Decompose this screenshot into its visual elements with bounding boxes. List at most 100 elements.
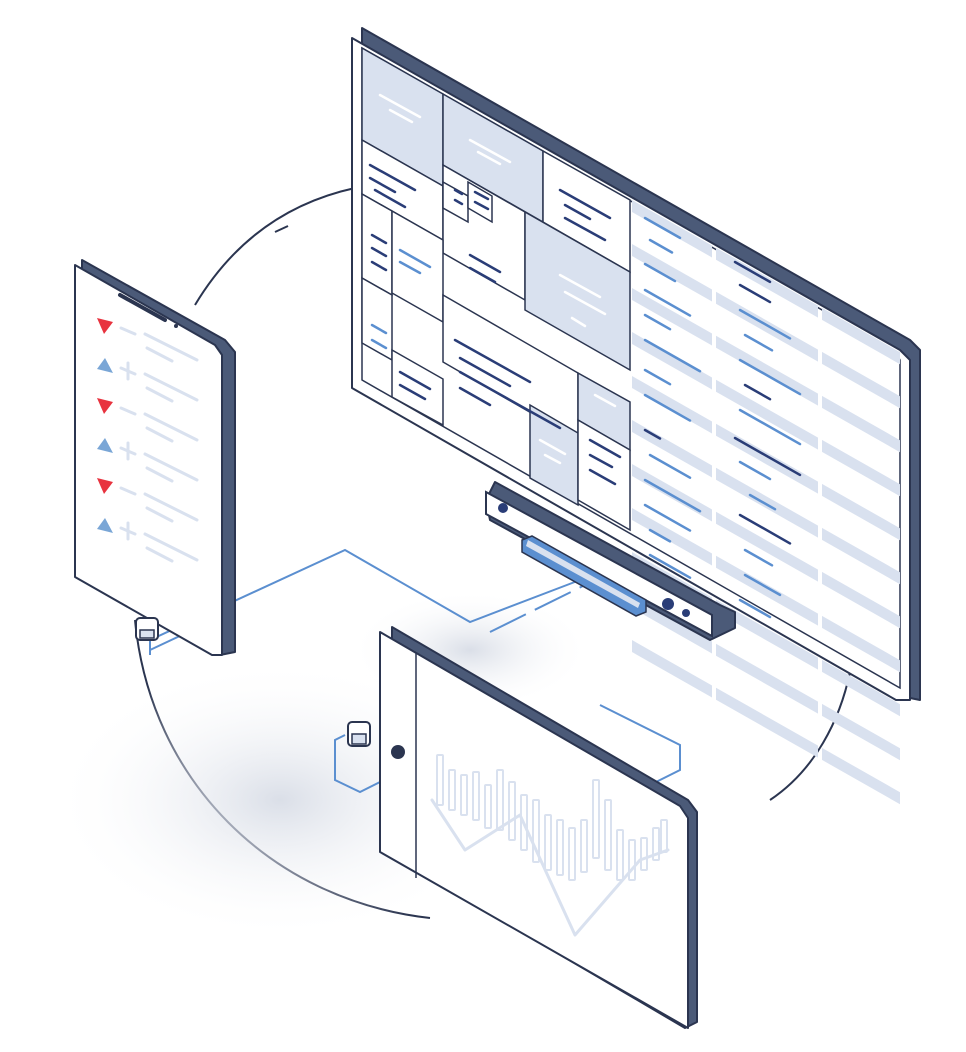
up-triangle-icon — [97, 518, 113, 533]
minus-icon — [119, 326, 137, 336]
tablet-connector — [347, 721, 371, 747]
table-stripe — [822, 439, 900, 497]
table-stripe — [716, 379, 818, 450]
candle — [484, 784, 492, 829]
candle — [616, 829, 624, 881]
indicator-bar — [143, 452, 199, 482]
candle — [436, 754, 444, 806]
table-stripe — [716, 467, 818, 538]
table-stripe — [822, 395, 900, 453]
indicator-row — [97, 398, 199, 443]
table-cell-line — [643, 393, 692, 422]
table-stripe — [716, 599, 818, 670]
candle — [472, 771, 480, 821]
candle — [448, 769, 456, 811]
table-stripe — [822, 659, 900, 717]
indicator-bar — [145, 386, 174, 403]
indicator-bar — [145, 426, 174, 443]
table-cell-line — [743, 333, 774, 352]
indicator-bar — [143, 332, 199, 362]
indicator-bar — [145, 466, 174, 483]
trend-line — [430, 798, 670, 937]
table-cell-line — [648, 453, 692, 479]
indicator-bar — [145, 346, 174, 363]
indicator-row — [97, 478, 199, 523]
candlestick-chart — [430, 754, 670, 937]
table-stripe — [716, 335, 818, 406]
table-cell-line — [643, 288, 692, 317]
panel-text-lines — [368, 93, 622, 486]
candle — [628, 839, 636, 881]
table-stripe — [822, 483, 900, 541]
down-triangle-icon — [97, 478, 113, 494]
table-cell-line — [733, 436, 802, 477]
table-cell-line — [643, 262, 677, 283]
tablet-camera — [391, 745, 405, 759]
table-stripe — [822, 527, 900, 585]
indicator-bar — [143, 412, 199, 442]
down-triangle-icon — [97, 398, 113, 414]
table-cell-line — [738, 308, 792, 340]
table-stripe — [632, 640, 712, 698]
minus-icon — [119, 486, 137, 496]
indicator-bar — [143, 372, 199, 402]
indicator-bar — [145, 546, 174, 563]
table-cell-line — [643, 313, 672, 331]
table-cell-line — [643, 478, 702, 513]
indicator-row — [97, 518, 199, 563]
dashboard-panels — [361, 46, 631, 532]
monitor-dock — [485, 481, 736, 641]
table-cell-line — [648, 553, 692, 579]
indicator-bar — [145, 506, 174, 523]
table-stripe — [822, 747, 900, 805]
table-cell-line — [738, 513, 792, 545]
candle — [580, 819, 588, 873]
table-cell-line — [738, 358, 802, 396]
candle — [496, 769, 504, 831]
table-cell-line — [643, 428, 662, 440]
candle — [544, 814, 552, 871]
table-cell-line — [733, 260, 772, 284]
table-stripe — [822, 703, 900, 761]
table-stripe — [822, 615, 900, 673]
dock-light-right — [662, 598, 674, 610]
indicator-row — [97, 358, 199, 403]
table-cell-line — [743, 383, 772, 401]
table-cell-line — [743, 548, 774, 567]
table-cell-line — [748, 493, 777, 511]
desktop-monitor — [351, 27, 921, 805]
candle — [592, 779, 600, 859]
table-stripe — [632, 508, 712, 566]
up-triangle-icon — [97, 438, 113, 453]
candle — [520, 794, 528, 851]
tablet — [347, 626, 698, 1029]
candle — [556, 819, 564, 876]
table-stripe — [632, 596, 712, 654]
indicator-row — [97, 318, 199, 363]
dock-light-small — [682, 609, 690, 617]
table-cell-line — [743, 573, 782, 597]
table-cell-line — [738, 460, 772, 481]
table-cell-line — [648, 528, 672, 543]
table-stripe — [632, 376, 712, 434]
indicator-bar — [143, 492, 199, 522]
table-stripe — [716, 511, 818, 582]
minus-icon — [119, 406, 137, 416]
candle — [532, 799, 540, 863]
candle — [568, 827, 576, 881]
candle — [652, 827, 660, 861]
table-stripe — [632, 244, 712, 302]
table-stripe — [632, 332, 712, 390]
table-cell-line — [643, 216, 682, 240]
table-stripe — [632, 200, 712, 258]
table-cell-line — [643, 338, 702, 373]
table-stripe — [822, 571, 900, 629]
data-table — [632, 200, 900, 805]
candle — [604, 799, 612, 871]
table-stripe — [716, 555, 818, 626]
table-cell-line — [738, 598, 772, 619]
table-stripe — [822, 351, 900, 409]
table-cell-line — [643, 503, 692, 532]
up-triangle-icon — [97, 358, 113, 373]
